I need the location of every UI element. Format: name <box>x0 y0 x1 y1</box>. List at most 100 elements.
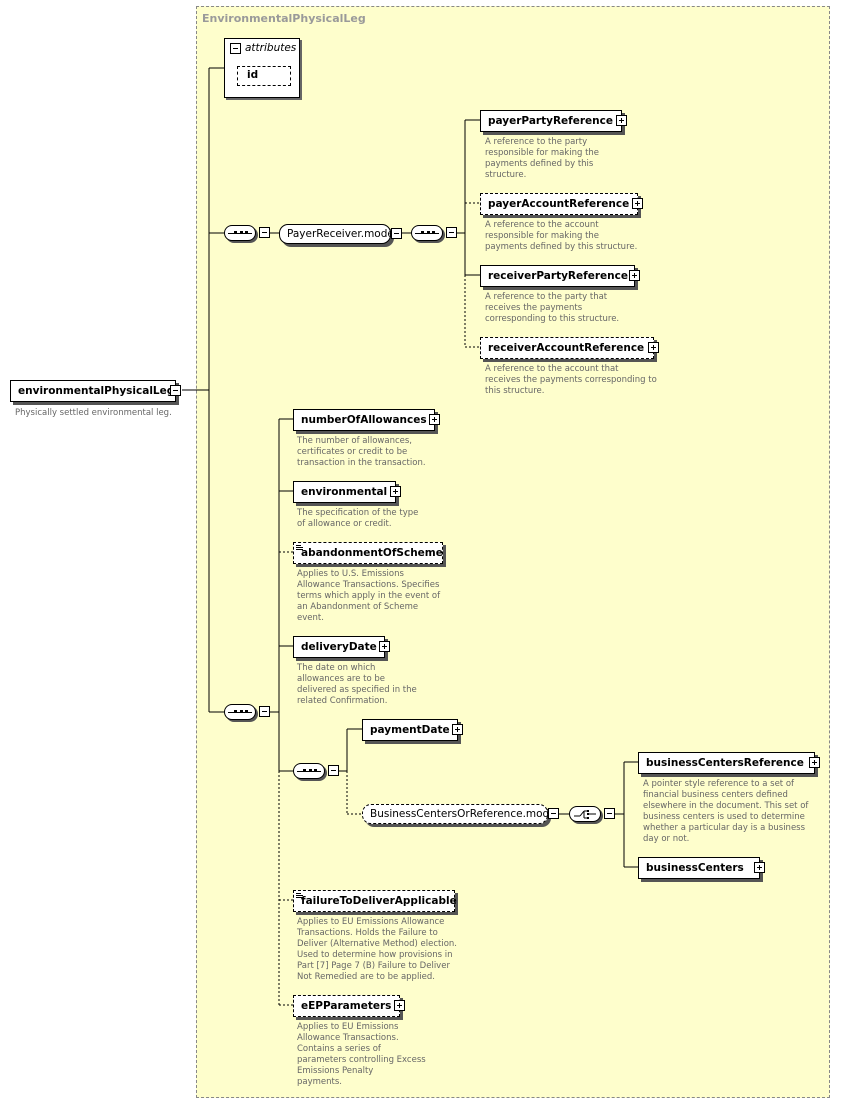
doc-line: The number of allowances, <box>297 436 412 446</box>
sequence-compositor[interactable] <box>224 225 270 241</box>
element-deliveryDate[interactable]: deliveryDate <box>293 636 390 658</box>
doc-line: event. <box>297 613 324 623</box>
element-businessCenters[interactable]: businessCenters <box>638 857 765 879</box>
sequence-dots-icon <box>234 710 248 714</box>
group-name: PayerReceiver.model <box>287 228 397 240</box>
collapse-icon[interactable] <box>328 765 339 776</box>
sequence-dots-icon <box>234 231 248 235</box>
element-name: numberOfAllowances <box>301 414 427 426</box>
doc-failureToDeliverApplicable: Applies to EU Emissions Allowance Transa… <box>297 917 457 983</box>
doc-line: receives the payments <box>485 303 583 313</box>
collapse-icon[interactable] <box>548 808 559 819</box>
doc-abandonmentOfScheme: Applies to U.S. Emissions Allowance Tran… <box>297 569 440 624</box>
doc-line: payments defined by this <box>485 159 594 169</box>
doc-line: Allowance Transactions. Specifies <box>297 580 440 590</box>
expand-icon[interactable] <box>629 270 640 281</box>
element-abandonmentOfScheme[interactable]: abandonmentOfScheme <box>293 542 443 564</box>
root-doc: Physically settled environmental leg. <box>15 408 172 418</box>
element-name: paymentDate <box>370 724 450 736</box>
element-businessCentersReference[interactable]: businessCentersReference <box>638 752 820 774</box>
element-name: environmental <box>301 486 388 498</box>
doc-line: parameters controlling Excess <box>297 1055 426 1065</box>
expand-icon[interactable] <box>394 1000 405 1011</box>
element-name: failureToDeliverApplicable <box>301 895 457 907</box>
simple-type-icon <box>296 893 303 900</box>
doc-line: payments. <box>297 1077 342 1087</box>
expand-icon[interactable] <box>616 115 627 126</box>
group-name: BusinessCentersOrReference.model <box>370 808 559 820</box>
doc-line: Applies to U.S. Emissions <box>297 569 404 579</box>
element-name: payerPartyReference <box>488 115 613 127</box>
collapse-icon[interactable] <box>259 706 270 717</box>
doc-line: A pointer style reference to a set of <box>643 779 795 789</box>
sequence-compositor[interactable] <box>411 225 457 241</box>
element-name: businessCentersReference <box>646 757 804 769</box>
element-receiverPartyReference[interactable]: receiverPartyReference <box>480 265 640 287</box>
collapse-icon[interactable] <box>604 808 615 819</box>
doc-payerAccountReference: A reference to the account responsible f… <box>485 220 637 253</box>
expand-icon[interactable] <box>452 724 463 735</box>
doc-deliveryDate: The date on which allowances are to be d… <box>297 663 417 707</box>
element-name: receiverPartyReference <box>488 270 628 282</box>
group-payer-receiver-model[interactable]: PayerReceiver.model <box>279 224 402 244</box>
element-environmental[interactable]: environmental <box>293 481 401 503</box>
doc-line: Transactions. Holds the Failure to <box>297 928 438 938</box>
doc-line: A reference to the account that <box>485 364 619 374</box>
expand-icon[interactable] <box>648 342 659 353</box>
expand-icon[interactable] <box>754 862 765 873</box>
doc-line: The date on which <box>297 663 376 673</box>
element-eEPParameters[interactable]: eEPParameters <box>293 995 405 1017</box>
doc-line: day or not. <box>643 834 690 844</box>
doc-line: Applies to EU Emissions Allowance <box>297 917 445 927</box>
doc-businessCentersReference: A pointer style reference to a set of fi… <box>643 779 808 845</box>
collapse-icon[interactable] <box>391 228 402 239</box>
doc-numberOfAllowances: The number of allowances, certificates o… <box>297 436 426 469</box>
choice-compositor[interactable] <box>569 806 615 822</box>
doc-line: Emissions Penalty <box>297 1066 374 1076</box>
expand-icon[interactable] <box>379 641 390 652</box>
doc-line: responsible for making the <box>485 148 600 158</box>
doc-line: receives the payments corresponding to <box>485 375 657 385</box>
doc-line: this structure. <box>485 386 545 396</box>
element-name: businessCenters <box>646 862 744 874</box>
element-name: payerAccountReference <box>488 198 630 210</box>
group-business-centers-or-reference-model[interactable]: BusinessCentersOrReference.model <box>362 804 559 824</box>
expand-icon[interactable] <box>390 486 401 497</box>
doc-line: elsewhere in the document. This set of <box>643 801 809 811</box>
expand-icon[interactable] <box>809 757 820 768</box>
doc-line: Applies to EU Emissions <box>297 1022 399 1032</box>
sequence-compositor[interactable] <box>224 704 270 720</box>
attributes-label: attributes <box>245 42 297 54</box>
doc-line: Contains a series of <box>297 1044 381 1054</box>
doc-line: Not Remedied are to be applied. <box>297 972 436 982</box>
root-element-environmentalPhysicalLeg[interactable]: environmentalPhysicalLeg <box>10 380 181 402</box>
element-failureToDeliverApplicable[interactable]: failureToDeliverApplicable <box>293 890 457 912</box>
attribute-id[interactable]: id <box>237 66 291 86</box>
doc-line: Allowance Transactions. <box>297 1033 399 1043</box>
doc-environmental: The specification of the type of allowan… <box>297 508 418 530</box>
expand-icon[interactable] <box>632 198 643 209</box>
doc-line: certificates or credit to be <box>297 447 408 457</box>
collapse-icon[interactable] <box>259 227 270 238</box>
element-name: environmentalPhysicalLeg <box>18 385 175 397</box>
expand-icon[interactable] <box>429 414 440 425</box>
collapse-icon[interactable] <box>170 385 181 396</box>
doc-line: delivered as specified in the <box>297 685 417 695</box>
doc-line: transaction in the transaction. <box>297 458 426 468</box>
collapse-icon[interactable] <box>230 43 241 54</box>
element-numberOfAllowances[interactable]: numberOfAllowances <box>293 409 440 431</box>
element-name: eEPParameters <box>301 1000 392 1012</box>
element-receiverAccountReference[interactable]: receiverAccountReference <box>480 337 659 359</box>
doc-line: responsible for making the <box>485 231 600 241</box>
doc-receiverPartyReference: A reference to the party that receives t… <box>485 292 619 325</box>
doc-line: payments defined by this structure. <box>485 242 638 252</box>
doc-line: business centers is used to determine <box>643 812 805 822</box>
element-paymentDate[interactable]: paymentDate <box>362 719 463 741</box>
sequence-compositor[interactable] <box>293 763 339 779</box>
doc-line: financial business centers defined <box>643 790 788 800</box>
element-payerPartyReference[interactable]: payerPartyReference <box>480 110 627 132</box>
collapse-icon[interactable] <box>446 227 457 238</box>
element-payerAccountReference[interactable]: payerAccountReference <box>480 193 643 215</box>
